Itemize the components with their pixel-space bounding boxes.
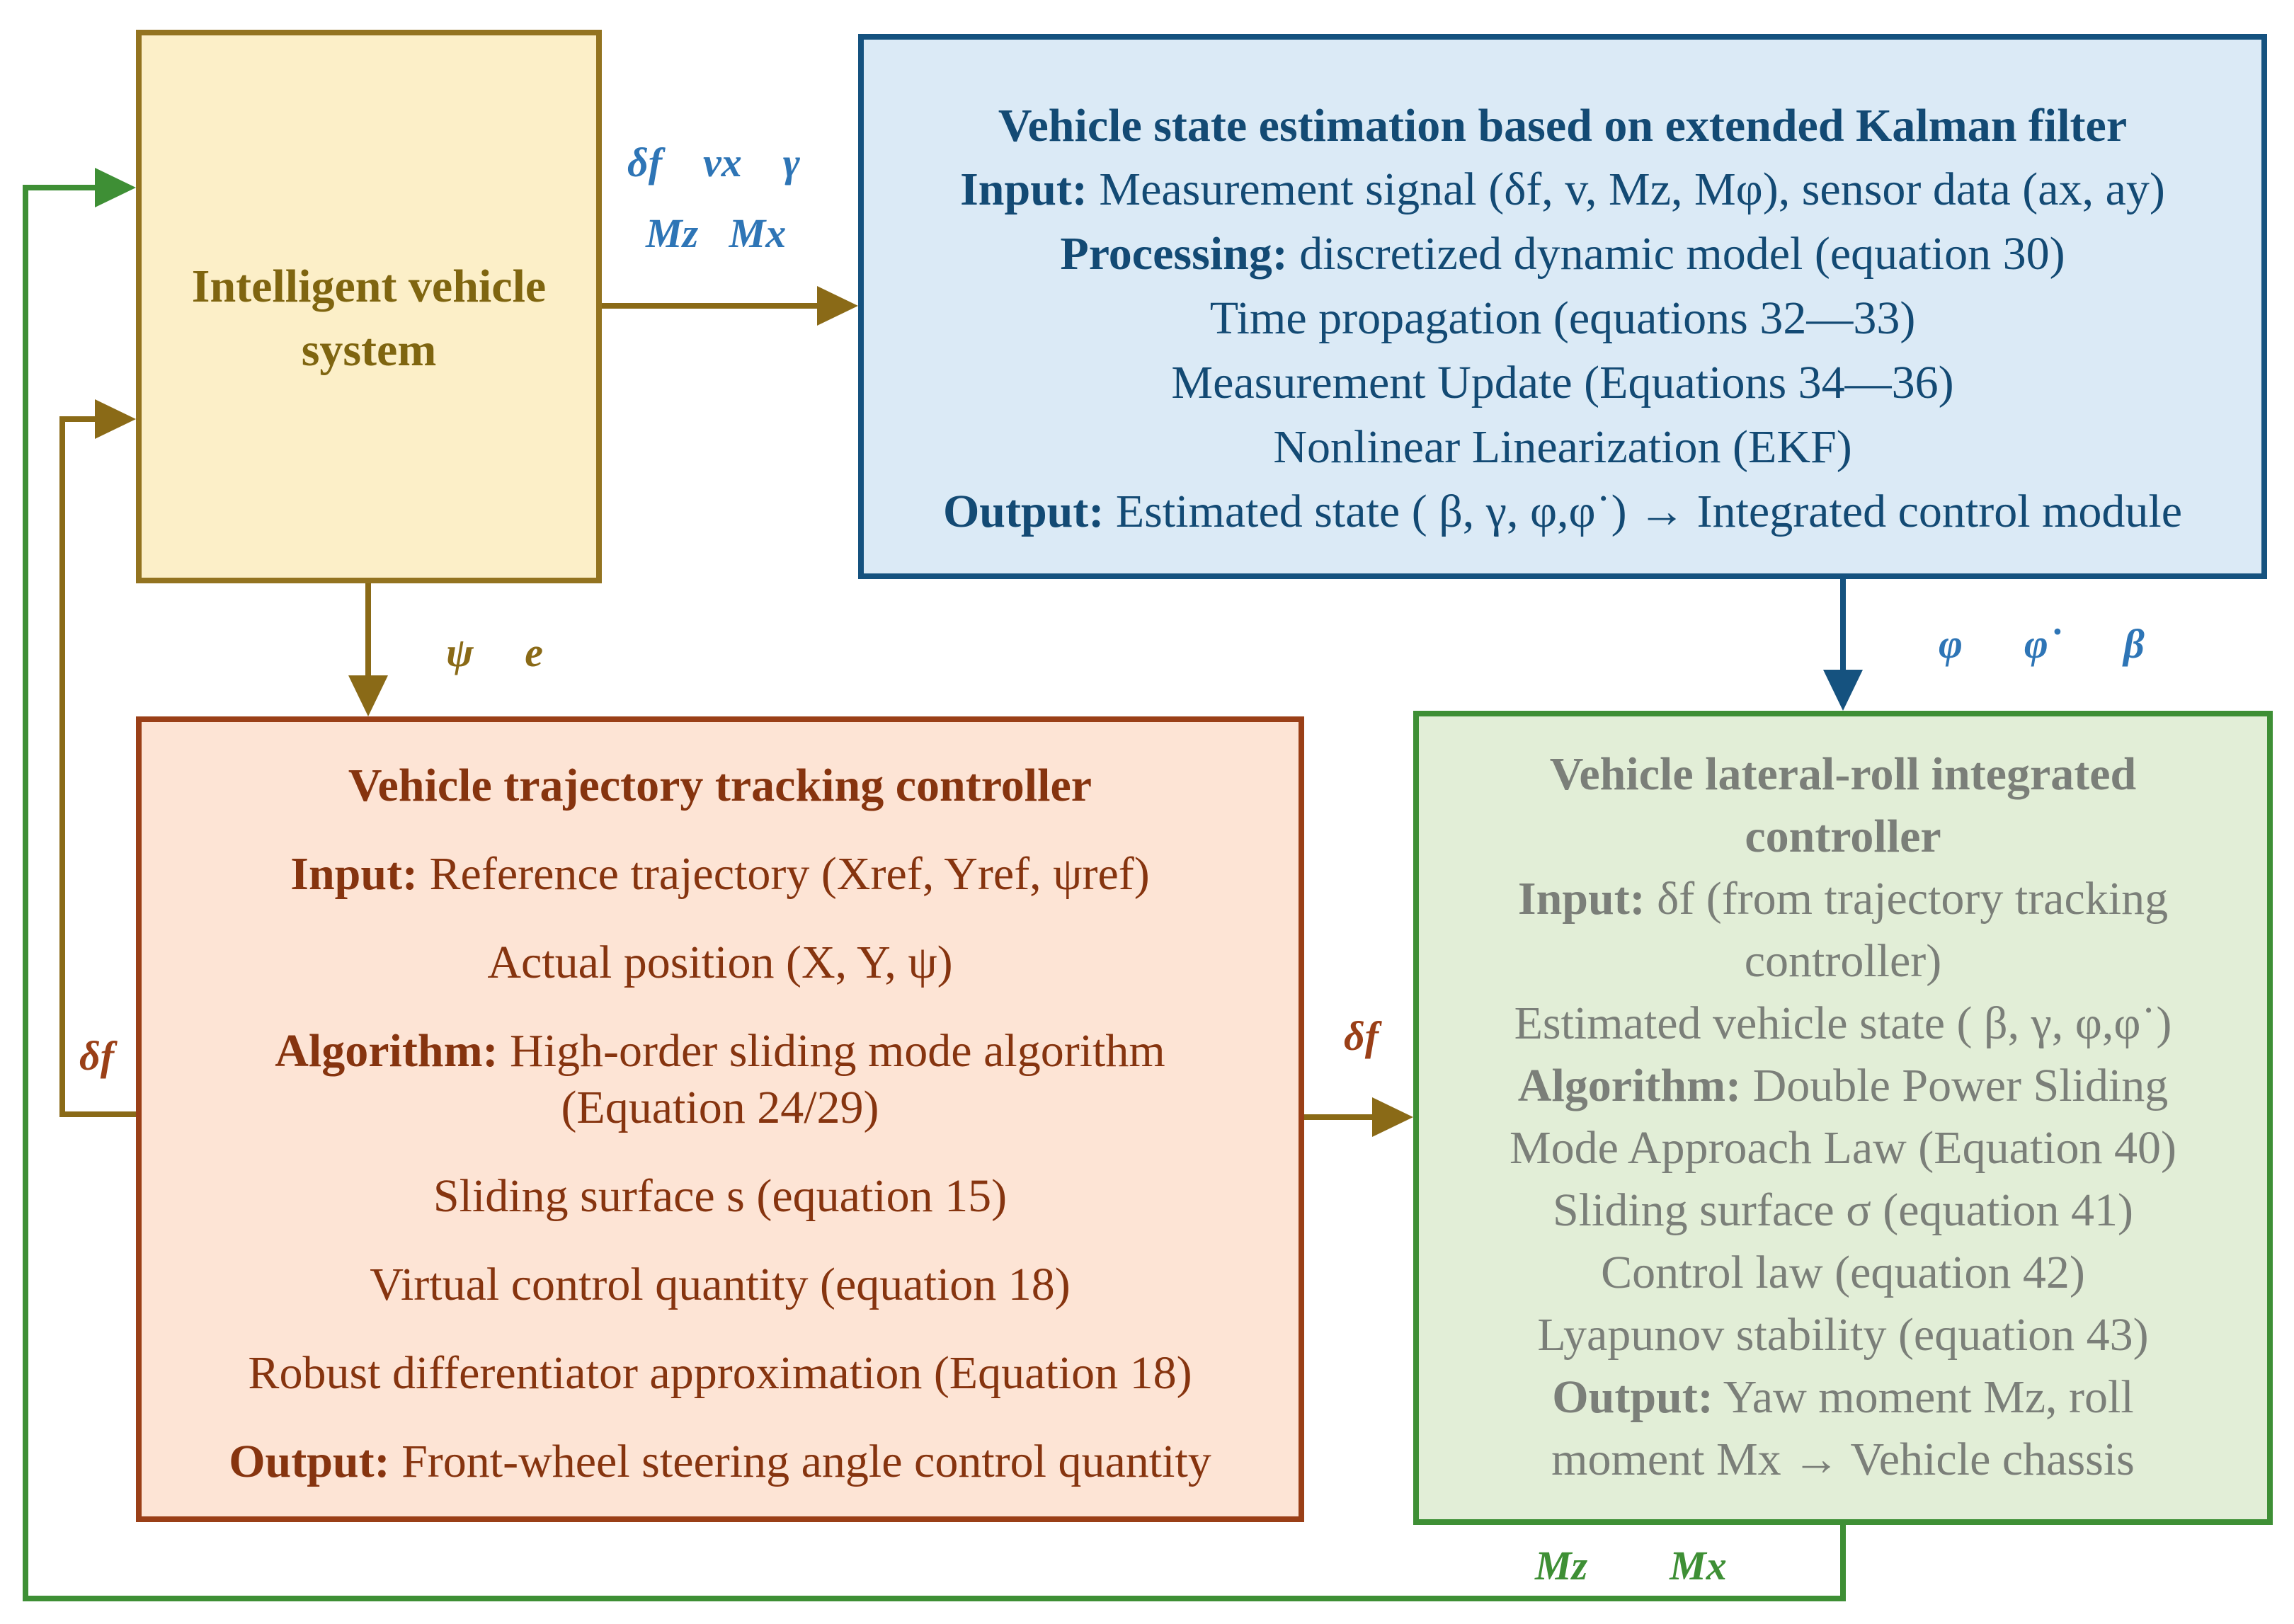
ttc-algorithm-label: Algorithm: bbox=[275, 1025, 498, 1077]
lateral-roll-controller-box: Vehicle lateral-roll integrated controll… bbox=[1413, 711, 2273, 1525]
lric-algorithm-label: Algorithm: bbox=[1517, 1060, 1742, 1111]
ttc-actual-position: Actual position (X, Y, ψ) bbox=[487, 937, 953, 988]
signal-ivs-to-ttc: ψ e bbox=[446, 629, 543, 675]
ttc-robust-differentiator: Robust differentiator approximation (Equ… bbox=[248, 1347, 1192, 1399]
ekf-title: Vehicle state estimation based on extend… bbox=[998, 100, 2128, 151]
arrowhead-ivs-to-ttc bbox=[348, 675, 388, 716]
signal-ivs-to-ekf-top: δf vx γ bbox=[627, 139, 800, 185]
signal-ekf-to-lric: φ φ˙ β bbox=[1939, 621, 2145, 667]
lric-input-label: Input: bbox=[1517, 873, 1645, 925]
lric-title-2: controller bbox=[1745, 811, 1941, 862]
signal-ttc-to-ivs: δf bbox=[79, 1033, 115, 1079]
arrowhead-ttc-to-lric bbox=[1372, 1097, 1413, 1137]
arrowhead-ttc-to-ivs bbox=[95, 399, 136, 439]
ekf-processing-text: discretized dynamic model (equation 30) bbox=[1299, 228, 2065, 280]
arrow-ttc-to-ivs bbox=[59, 416, 136, 1117]
lric-input-text-2: controller) bbox=[1744, 935, 1942, 987]
ttc-algorithm-line: Algorithm: High-order sliding mode algor… bbox=[142, 1023, 1299, 1080]
intelligent-vehicle-system-box: Intelligent vehicle system bbox=[136, 30, 602, 583]
ekf-processing-line: Processing: discretized dynamic model (e… bbox=[864, 222, 2261, 286]
ekf-output-line: Output: Estimated state ( β, γ, φ,φ˙) → … bbox=[864, 479, 2261, 544]
ekf-nonlinear-linearization: Nonlinear Linearization (EKF) bbox=[1273, 421, 1852, 473]
lric-algorithm-line: Algorithm: Double Power Sliding bbox=[1419, 1055, 2267, 1117]
lric-lyapunov: Lyapunov stability (equation 43) bbox=[1537, 1309, 2149, 1361]
arrow-lric-to-ivs bbox=[23, 185, 1846, 1601]
lric-control-law: Control law (equation 42) bbox=[1601, 1247, 2085, 1298]
ttc-algorithm-text: High-order sliding mode algorithm bbox=[510, 1025, 1165, 1077]
ekf-time-propagation: Time propagation (equations 32—33) bbox=[1209, 292, 1916, 344]
lric-output-text-2: moment Mx → Vehicle chassis bbox=[1551, 1434, 2135, 1485]
ttc-output-label: Output: bbox=[229, 1436, 390, 1487]
state-estimation-box: Vehicle state estimation based on extend… bbox=[858, 34, 2267, 579]
lric-output-line: Output: Yaw moment Mz, roll bbox=[1419, 1366, 2267, 1429]
lric-sliding-surface: Sliding surface σ (equation 41) bbox=[1552, 1184, 2134, 1236]
ekf-output-label: Output: bbox=[942, 486, 1105, 537]
ttc-sliding-surface: Sliding surface s (equation 15) bbox=[433, 1170, 1008, 1222]
lric-output-text: Yaw moment Mz, roll bbox=[1723, 1371, 2134, 1423]
arrowhead-ivs-to-ekf bbox=[817, 286, 858, 326]
ekf-measurement-update: Measurement Update (Equations 34—36) bbox=[1171, 357, 1954, 408]
lric-estimated-state: Estimated vehicle state ( β, γ, φ,φ˙) bbox=[1514, 997, 2172, 1049]
lric-algorithm-text: Double Power Sliding bbox=[1752, 1060, 2169, 1111]
ekf-processing-label: Processing: bbox=[1060, 228, 1288, 280]
signal-lric-to-ivs: Mz Mx bbox=[1535, 1543, 1727, 1589]
signal-ttc-to-lric: δf bbox=[1344, 1013, 1379, 1059]
ttc-virtual-control: Virtual control quantity (equation 18) bbox=[370, 1259, 1071, 1310]
ekf-input-line: Input: Measurement signal (δf, v, Mz, Mφ… bbox=[864, 158, 2261, 222]
ttc-input-label: Input: bbox=[290, 848, 418, 900]
ttc-output-line: Output: Front-wheel steering angle contr… bbox=[142, 1434, 1299, 1490]
ekf-input-label: Input: bbox=[960, 164, 1088, 215]
ekf-input-text: Measurement signal (δf, v, Mz, Mφ), sens… bbox=[1099, 164, 2165, 215]
trajectory-tracking-controller-box: Vehicle trajectory tracking controller I… bbox=[136, 716, 1304, 1522]
lric-output-label: Output: bbox=[1552, 1371, 1713, 1423]
arrowhead-lric-to-ivs bbox=[95, 168, 136, 207]
lric-input-line: Input: δf (from trajectory tracking bbox=[1419, 868, 2267, 930]
arrowhead-ekf-to-lric bbox=[1823, 670, 1863, 711]
ivs-title: Intelligent vehicle system bbox=[191, 261, 547, 376]
ttc-algorithm-equation: (Equation 24/29) bbox=[561, 1082, 879, 1133]
ttc-input-line: Input: Reference trajectory (Xref, Yref,… bbox=[142, 846, 1299, 903]
lric-algorithm-text-2: Mode Approach Law (Equation 40) bbox=[1509, 1122, 2177, 1174]
ttc-output-text: Front-wheel steering angle control quant… bbox=[401, 1436, 1211, 1487]
ekf-output-text: Estimated state ( β, γ, φ,φ˙) → Integrat… bbox=[1115, 486, 2183, 537]
lric-title-1: Vehicle lateral-roll integrated bbox=[1549, 748, 2137, 800]
ttc-input-text: Reference trajectory (Xref, Yref, ψref) bbox=[429, 848, 1150, 900]
signal-ivs-to-ekf-bottom: Mz Mx bbox=[646, 210, 787, 256]
lric-input-text: δf (from trajectory tracking bbox=[1657, 873, 2169, 925]
ttc-title: Vehicle trajectory tracking controller bbox=[348, 760, 1092, 811]
